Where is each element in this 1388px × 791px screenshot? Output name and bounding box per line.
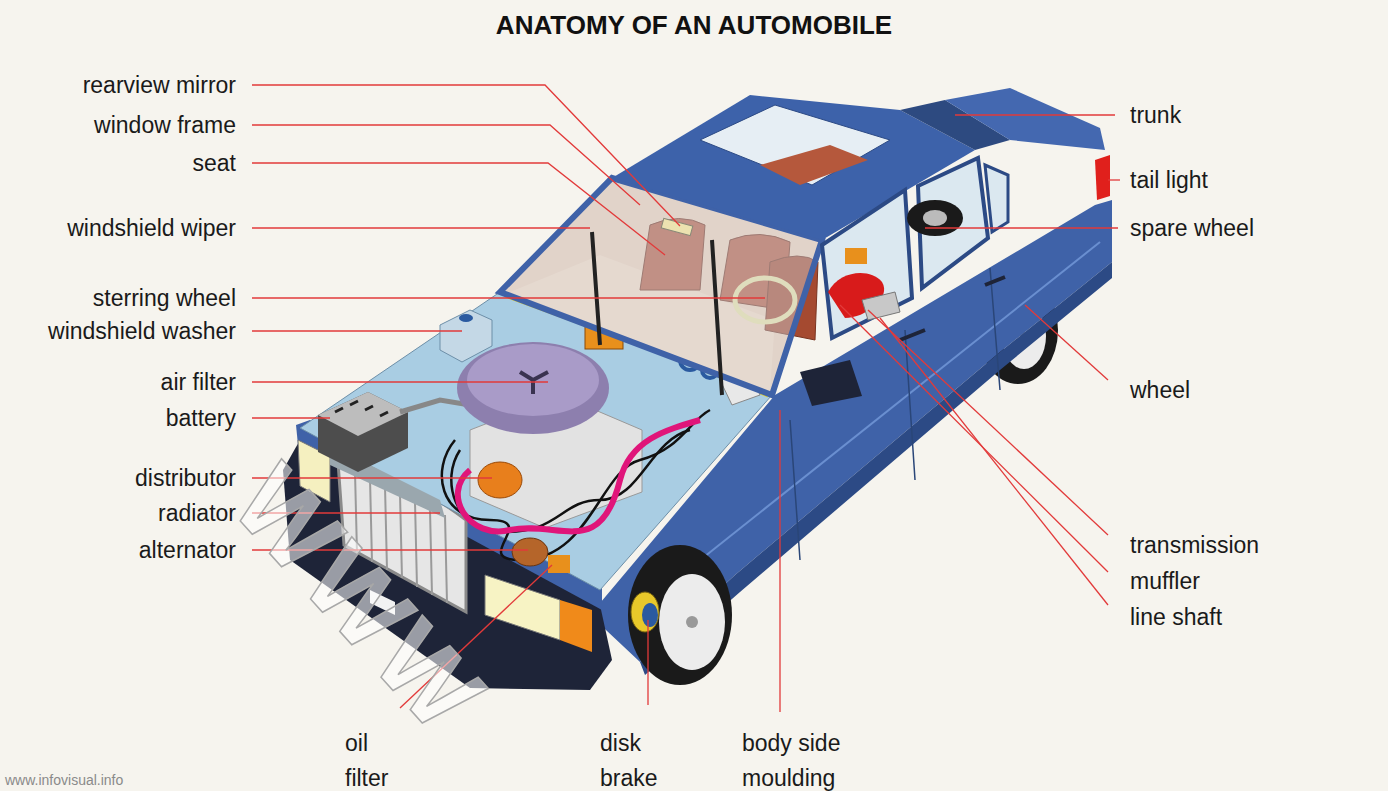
battery-shape bbox=[318, 392, 408, 472]
part-label: alternator bbox=[139, 537, 236, 563]
part-label: oil filter bbox=[345, 726, 407, 791]
side-mirror bbox=[800, 360, 862, 406]
door-handle bbox=[900, 277, 1005, 340]
part-label: sterring wheel bbox=[93, 285, 236, 311]
hose bbox=[400, 400, 470, 412]
leader-line bbox=[252, 227, 590, 228]
part-label: distributor bbox=[135, 465, 236, 491]
gear-box bbox=[845, 248, 867, 264]
diagram-title: ANATOMY OF AN AUTOMOBILE bbox=[0, 10, 1388, 41]
part-label: battery bbox=[166, 405, 236, 431]
front-wheel bbox=[628, 545, 732, 685]
leader-line bbox=[647, 620, 648, 705]
leader-line bbox=[925, 227, 1118, 228]
air-filter-lid bbox=[467, 344, 599, 416]
part-label: transmission bbox=[1130, 532, 1259, 558]
oil-filter-shape bbox=[548, 555, 570, 573]
leader-line bbox=[868, 310, 1108, 535]
brake-disk bbox=[642, 603, 658, 627]
tail-light-shape bbox=[1095, 155, 1110, 200]
spare-tire bbox=[907, 200, 963, 236]
leader-line bbox=[252, 125, 640, 205]
air-filter-shape bbox=[457, 342, 609, 434]
part-label: windshield washer bbox=[48, 318, 236, 344]
trunk-lid bbox=[945, 88, 1105, 150]
alternator-shape bbox=[512, 538, 548, 566]
distributor-shape bbox=[478, 462, 522, 498]
wire bbox=[442, 410, 710, 560]
part-label: air filter bbox=[161, 369, 236, 395]
leader-line bbox=[252, 85, 680, 226]
spare-hub bbox=[923, 210, 947, 226]
leader-line bbox=[880, 318, 1108, 605]
leader-line bbox=[955, 114, 1115, 115]
part-label: line shaft bbox=[1130, 604, 1222, 630]
leader-line bbox=[252, 163, 665, 255]
part-label: muffler bbox=[1130, 568, 1200, 594]
hub bbox=[659, 574, 725, 670]
headlight bbox=[485, 575, 560, 640]
side-window bbox=[985, 165, 1008, 232]
brake-caliper bbox=[631, 592, 659, 632]
leader-line bbox=[1025, 305, 1108, 380]
part-label: disk brake bbox=[600, 726, 670, 791]
rear-seat bbox=[760, 145, 868, 185]
leader-line bbox=[252, 381, 548, 382]
wire bbox=[451, 430, 690, 532]
part-label: window frame bbox=[94, 112, 236, 138]
leader-line bbox=[840, 305, 1108, 572]
wiper-arm bbox=[592, 232, 722, 395]
leader-line bbox=[252, 297, 765, 298]
cabin bbox=[500, 88, 1110, 406]
watermark: www.infovisual.info bbox=[5, 772, 123, 788]
turn-signal bbox=[560, 600, 592, 652]
part-label: windshield wiper bbox=[67, 215, 236, 241]
side-window bbox=[822, 190, 912, 338]
battery-cells bbox=[335, 401, 388, 416]
washer-cap bbox=[459, 314, 473, 322]
hub-center bbox=[686, 616, 698, 628]
watermark: WWW bbox=[214, 446, 507, 754]
tire bbox=[628, 545, 732, 685]
battery-top bbox=[318, 392, 408, 436]
transmission-shape bbox=[862, 292, 900, 320]
leader-line bbox=[252, 417, 330, 418]
part-label: wheel bbox=[1130, 377, 1190, 403]
leader-line bbox=[1108, 179, 1120, 180]
part-label: spare wheel bbox=[1130, 215, 1254, 241]
part-label: tail light bbox=[1130, 167, 1208, 193]
door-line bbox=[790, 268, 1000, 560]
wing-nut bbox=[520, 372, 548, 394]
mirror-shape bbox=[661, 218, 693, 235]
pink-hose bbox=[458, 420, 700, 531]
leader-line bbox=[779, 410, 780, 712]
part-label: body side moulding bbox=[742, 726, 892, 791]
part-label: rearview mirror bbox=[83, 72, 236, 98]
part-label: seat bbox=[193, 150, 236, 176]
sunroof bbox=[700, 105, 890, 185]
leader-line bbox=[252, 330, 462, 331]
part-label: trunk bbox=[1130, 102, 1181, 128]
